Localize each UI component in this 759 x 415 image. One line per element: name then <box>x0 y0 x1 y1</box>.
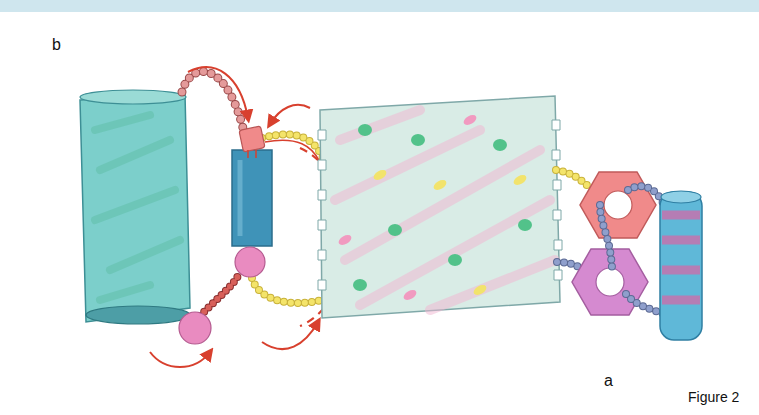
red-hexagon <box>580 172 656 238</box>
cylinder-body <box>80 94 190 322</box>
cylinder-streak <box>95 115 180 300</box>
part-label: a <box>604 372 613 390</box>
green-spot <box>411 134 425 146</box>
cylinder-top <box>661 191 701 203</box>
green-spot <box>388 224 402 236</box>
bead-chain <box>182 72 243 128</box>
motion-arrow <box>150 352 210 367</box>
bead-chain <box>200 272 240 316</box>
cylinder-top <box>80 90 186 104</box>
block-streak <box>335 110 555 310</box>
top-band <box>0 0 759 12</box>
bead-chain <box>600 205 612 268</box>
small-block <box>232 150 272 246</box>
green-spot <box>353 279 367 291</box>
bead-chain-outline <box>600 205 612 268</box>
block-highlight <box>238 160 243 236</box>
bead-chain <box>252 278 322 303</box>
chain-thread <box>265 140 320 162</box>
pink-spot <box>402 288 418 302</box>
figure-caption: Figure 2 <box>688 389 739 405</box>
hexagon-hole <box>596 268 624 296</box>
pink-spot <box>337 233 353 247</box>
bead-chain-outline <box>182 72 243 128</box>
cylinder-bottom <box>86 306 190 324</box>
pink-spot <box>462 113 478 127</box>
bead-chain-outline <box>252 278 322 303</box>
cube-leg <box>248 150 256 158</box>
green-spot <box>518 219 532 231</box>
yellow-spot <box>432 178 448 192</box>
pink-sphere <box>179 312 211 344</box>
block-notch <box>552 120 562 280</box>
pink-sphere <box>235 247 265 277</box>
green-spot <box>448 254 462 266</box>
bead-chain <box>556 170 592 190</box>
yellow-spot <box>512 173 528 187</box>
green-spot <box>493 139 507 151</box>
block-spots <box>337 113 532 302</box>
block-notch <box>318 130 326 290</box>
green-spot <box>358 124 372 136</box>
patterned-block <box>320 96 560 318</box>
part-label: b <box>52 36 61 54</box>
motion-arrow <box>262 322 318 349</box>
motion-arrow <box>270 105 310 124</box>
pink-cube <box>239 126 265 152</box>
yellow-spot <box>472 283 488 297</box>
cylinder-body <box>660 192 702 340</box>
cylinder-stripe <box>662 215 700 300</box>
yellow-spot <box>372 168 388 182</box>
bead-chain-outline <box>556 170 592 190</box>
motion-arrow <box>188 67 248 118</box>
hexagon-hole <box>604 191 632 219</box>
bead-chain-outline <box>200 272 240 316</box>
